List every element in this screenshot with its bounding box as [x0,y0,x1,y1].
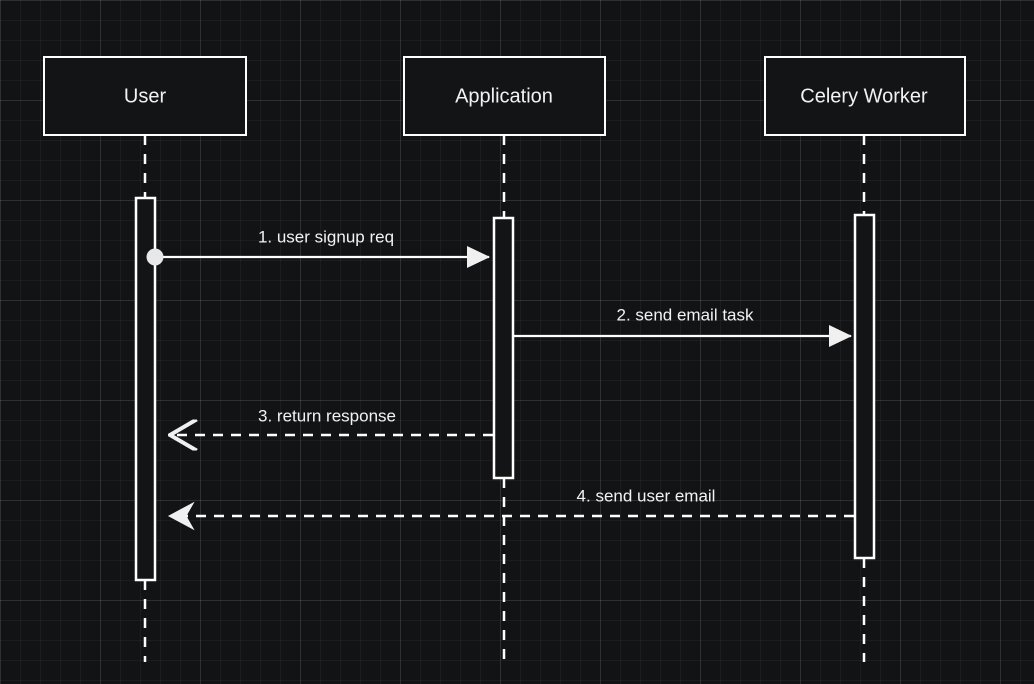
message-1-group[interactable]: 1. user signup req [146,227,491,269]
actor-box-celery-worker[interactable] [764,56,966,136]
message-1-origin-dot [146,248,164,266]
actor-box-application[interactable] [403,56,606,136]
activation-bar-celery [853,213,876,560]
actor-label-user: User [124,85,167,107]
actor-label-celery-worker: Celery Worker [800,85,928,107]
activation-bar-user [134,196,157,582]
message-4-label: 4. send user email [577,486,716,505]
lifelines-group [143,135,866,662]
message-3-group[interactable]: 3. return response [170,406,493,435]
message-2-label: 2. send email task [616,305,754,324]
message-4-group[interactable]: 4. send user email [167,486,854,531]
actor-box-user[interactable] [43,56,247,136]
actor-boxes-group: User Application Celery Worker [43,56,966,136]
message-1-label: 1. user signup req [258,227,394,246]
message-3-label: 3. return response [258,406,396,425]
activation-bar-application [492,216,515,480]
message-2-group[interactable]: 2. send email task [514,305,853,348]
activation-bars-group [134,196,876,582]
actor-label-application: Application [455,85,553,107]
